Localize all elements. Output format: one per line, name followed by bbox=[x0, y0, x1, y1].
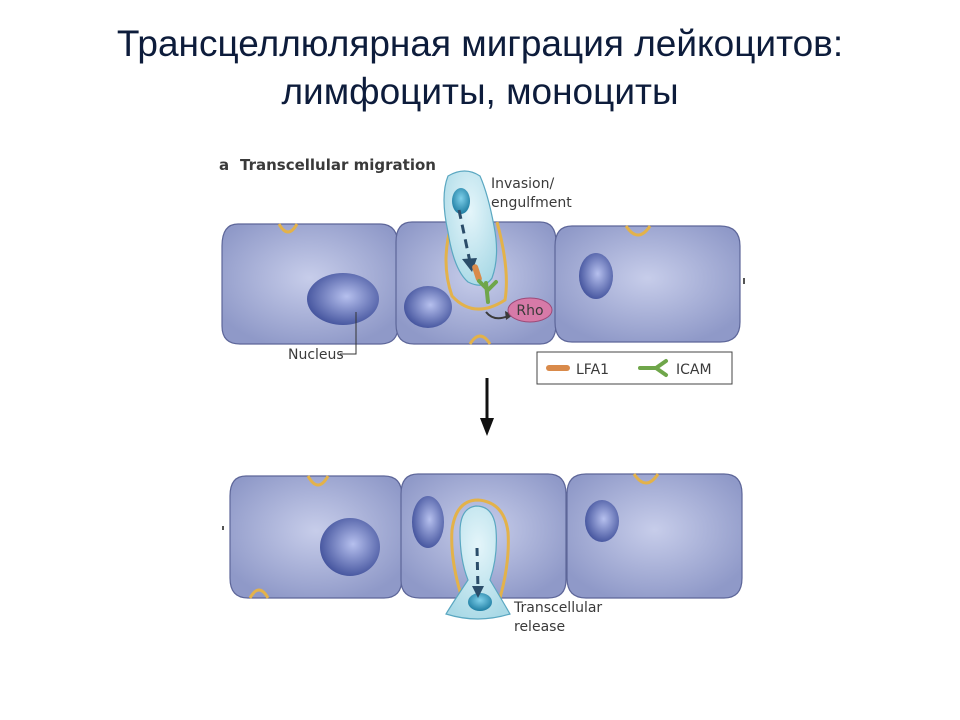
top-pit-3 bbox=[468, 334, 492, 345]
bottom-pit-1 bbox=[306, 475, 330, 487]
legend: LFA1 ICAM bbox=[536, 351, 733, 385]
bottom-migration-arrowhead bbox=[472, 586, 484, 598]
bottom-edge-marker bbox=[222, 526, 224, 530]
nucleus-leader-line bbox=[340, 312, 357, 355]
top-leukocyte-nucleus bbox=[452, 188, 470, 214]
panel-letter: a bbox=[219, 156, 229, 174]
nucleus-label: Nucleus bbox=[288, 347, 344, 363]
top-nucleus-middle bbox=[404, 286, 452, 328]
top-pit-1 bbox=[277, 223, 299, 234]
top-edge-marker bbox=[743, 278, 745, 284]
rho-arrowhead bbox=[505, 311, 513, 320]
slide-title-line-2: лимфоциты, моноциты bbox=[281, 71, 679, 112]
slide-title: Трансцеллюлярная миграция лейкоцитов: ли… bbox=[0, 20, 960, 116]
legend-icam-swatch bbox=[638, 359, 668, 377]
slide-title-line-1: Трансцеллюлярная миграция лейкоцитов: bbox=[116, 23, 844, 64]
bottom-channel-membrane bbox=[450, 498, 510, 599]
bottom-nucleus-middle bbox=[412, 496, 444, 548]
bottom-nucleus-right bbox=[585, 500, 619, 542]
bottom-migration-arrow bbox=[475, 547, 480, 591]
lfa1-molecule bbox=[472, 264, 482, 282]
bottom-nucleus-left bbox=[320, 518, 380, 576]
legend-lfa1-swatch bbox=[546, 365, 570, 371]
bottom-leukocyte-nucleus bbox=[468, 593, 492, 611]
stage-arrow-head bbox=[480, 418, 494, 436]
top-nucleus-left bbox=[307, 273, 379, 325]
icam-molecule bbox=[477, 279, 498, 304]
top-migration-arrow bbox=[457, 209, 472, 263]
top-nucleus-right bbox=[579, 253, 613, 299]
bottom-pit-2 bbox=[632, 473, 660, 485]
release-label-line-1: Transcellular bbox=[513, 600, 602, 616]
release-label-line-2: release bbox=[514, 619, 565, 635]
rho-badge bbox=[507, 297, 553, 323]
panel-title: Transcellular migration bbox=[240, 156, 436, 174]
invasion-label-line-2: engulfment bbox=[491, 195, 572, 211]
legend-lfa1-label: LFA1 bbox=[576, 362, 609, 378]
top-endothelium: Rho bbox=[221, 170, 745, 345]
rho-label: Rho bbox=[516, 303, 543, 319]
bottom-endothelium bbox=[222, 473, 743, 620]
top-pit-2 bbox=[624, 225, 652, 237]
invasion-label-line-1: Invasion/ bbox=[491, 176, 554, 192]
bottom-pit-3 bbox=[248, 588, 270, 599]
top-engulf-membrane bbox=[444, 221, 508, 311]
legend-icam-label: ICAM bbox=[676, 362, 712, 378]
